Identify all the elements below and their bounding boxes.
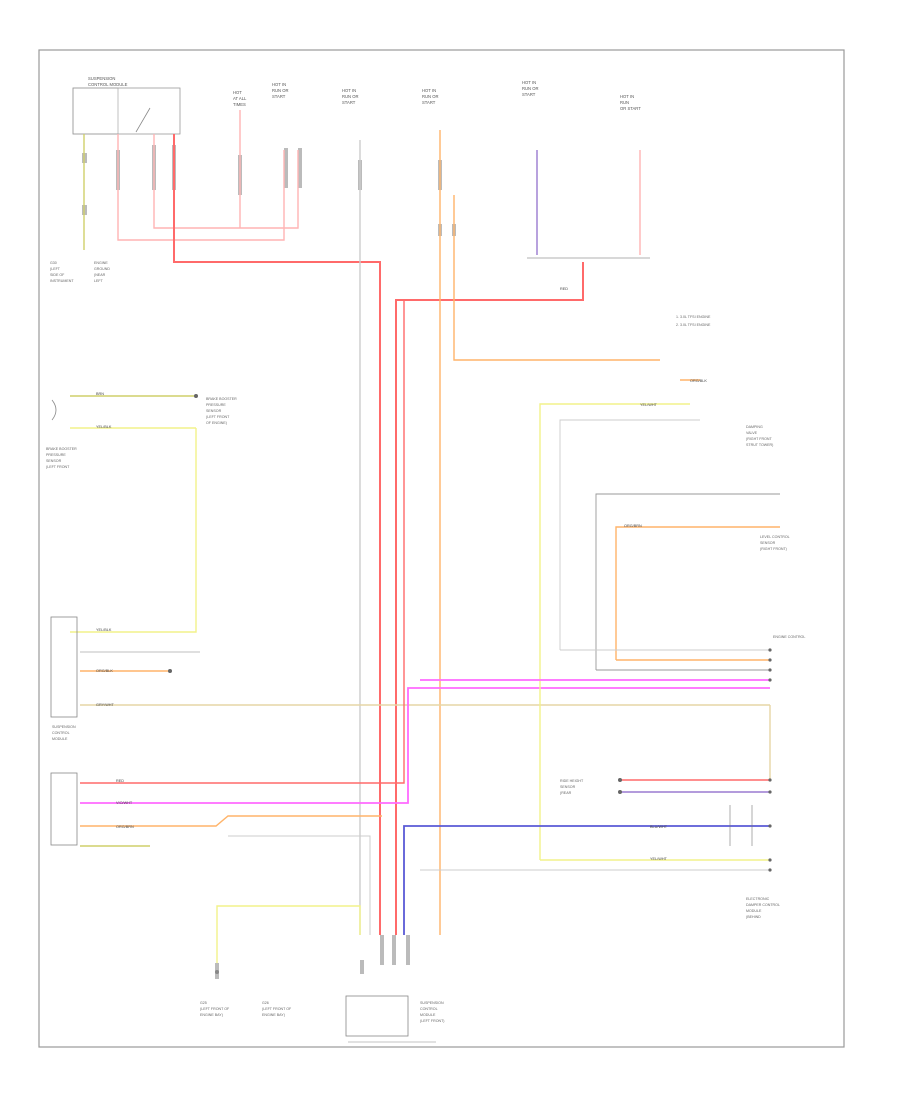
svg-text:PRESSURE: PRESSURE	[46, 453, 66, 457]
fuse4-line1: HOT IN	[422, 88, 436, 93]
fuse3-line1: HOT IN	[342, 88, 356, 93]
svg-text:DAMPER CONTROL: DAMPER CONTROL	[746, 903, 780, 907]
ground-left-label: ENGINE GROUND (NEAR LEFT	[94, 261, 110, 283]
svg-text:ORG/BLK: ORG/BLK	[690, 379, 707, 383]
diagram-frame	[38, 49, 845, 1048]
fuse2-line1: HOT IN	[272, 82, 286, 87]
fuse5-line1: HOT IN	[522, 80, 536, 85]
svg-text:SIDE OF: SIDE OF	[50, 273, 65, 277]
svg-text:MODULE: MODULE	[52, 737, 68, 741]
svg-text:MODULE: MODULE	[746, 909, 762, 913]
fuse6-line2: RUN	[620, 100, 629, 105]
svg-text:OF ENGINE): OF ENGINE)	[206, 421, 227, 425]
connector-dots	[168, 394, 772, 872]
fuse-label-suspension-1: SUSPENSION	[88, 76, 115, 81]
svg-text:(RIGHT FRONT: (RIGHT FRONT	[746, 437, 772, 441]
svg-text:PRESSURE: PRESSURE	[206, 403, 226, 407]
fuse4-line2: RUN OR	[422, 94, 439, 99]
svg-text:2. 3.0L TFSI ENGINE: 2. 3.0L TFSI ENGINE	[676, 323, 711, 327]
svg-text:(REAR: (REAR	[560, 791, 572, 795]
svg-text:RIDE HEIGHT: RIDE HEIGHT	[560, 779, 584, 783]
module-left-mid: SUSPENSION CONTROL MODULE	[50, 616, 770, 741]
svg-text:SENSOR: SENSOR	[560, 785, 576, 789]
svg-text:(LEFT FRONT: (LEFT FRONT	[46, 465, 70, 469]
svg-text:SENSOR: SENSOR	[206, 409, 222, 413]
svg-text:(LEFT FRONT OF: (LEFT FRONT OF	[200, 1007, 230, 1011]
svg-text:VIO/WHT: VIO/WHT	[116, 801, 133, 805]
top-wiring	[83, 110, 700, 935]
svg-text:SENSOR: SENSOR	[760, 541, 776, 545]
svg-text:(LEFT FRONT: (LEFT FRONT	[206, 415, 230, 419]
suspension-module-top: SUSPENSION CONTROL MODULE	[72, 76, 181, 135]
svg-text:ORG/BLK: ORG/BLK	[96, 669, 113, 673]
svg-text:YEL/WHT: YEL/WHT	[650, 857, 668, 861]
right-wiring	[403, 403, 780, 935]
fuse2-line2: RUN OR	[272, 88, 289, 93]
fuse1-line3: TIMES	[233, 102, 246, 107]
svg-text:ORG/BRN: ORG/BRN	[116, 825, 134, 829]
svg-text:RED: RED	[560, 287, 568, 291]
svg-text:(BEHIND: (BEHIND	[746, 915, 761, 919]
svg-text:GRY/WHT: GRY/WHT	[96, 703, 115, 707]
svg-text:BRAKE BOOSTER: BRAKE BOOSTER	[206, 397, 237, 401]
svg-text:SENSOR: SENSOR	[46, 459, 62, 463]
svg-text:(NEAR: (NEAR	[94, 273, 106, 277]
svg-text:ELECTRONIC: ELECTRONIC	[746, 897, 770, 901]
fuse-labels: HOT AT ALL TIMES HOT IN RUN OR START HOT…	[233, 80, 641, 111]
fuse-label-suspension-2: CONTROL MODULE	[88, 82, 128, 87]
fuse6-line3: OR START	[620, 106, 641, 111]
svg-text:G25: G25	[200, 1001, 207, 1005]
svg-text:(RIGHT FRONT): (RIGHT FRONT)	[760, 547, 787, 551]
svg-text:YEL/WHT: YEL/WHT	[640, 403, 658, 407]
fuse1-line2: AT ALL	[233, 96, 247, 101]
svg-text:SUSPENSION: SUSPENSION	[420, 1001, 444, 1005]
svg-text:VALVE: VALVE	[746, 431, 758, 435]
wire-color-labels: BRN YEL/BLK YEL/BLK ORG/BLK GRY/WHT RED …	[96, 287, 707, 861]
fuse4-line3: START	[422, 100, 436, 105]
svg-text:(LEFT FRONT): (LEFT FRONT)	[420, 1019, 445, 1023]
svg-text:LEFT: LEFT	[94, 279, 104, 283]
svg-text:BRN: BRN	[96, 392, 104, 396]
svg-text:1. 3.0L TFSI ENGINE: 1. 3.0L TFSI ENGINE	[676, 315, 711, 319]
bottom-components: G25 (LEFT FRONT OF ENGINE BAY) G26 (LEFT…	[200, 905, 445, 1043]
svg-text:YEL/BLK: YEL/BLK	[96, 425, 112, 429]
svg-text:MODULE: MODULE	[420, 1013, 436, 1017]
fuse1-line1: HOT	[233, 90, 242, 95]
svg-text:ENGINE: ENGINE	[94, 261, 108, 265]
svg-text:STRUT TOWER): STRUT TOWER)	[746, 443, 773, 447]
svg-text:G30: G30	[50, 261, 57, 265]
svg-text:BLU/WHT: BLU/WHT	[650, 825, 668, 829]
right-labels: 1. 3.0L TFSI ENGINE 2. 3.0L TFSI ENGINE …	[560, 315, 805, 919]
svg-text:ORG/BRN: ORG/BRN	[624, 524, 642, 528]
svg-text:CONTROL: CONTROL	[420, 1007, 438, 1011]
svg-text:YEL/BLK: YEL/BLK	[96, 628, 112, 632]
svg-text:ENGINE BAY): ENGINE BAY)	[262, 1013, 285, 1017]
svg-text:INSTRUMENT: INSTRUMENT	[50, 279, 74, 283]
fuse5-line2: RUN OR	[522, 86, 539, 91]
svg-text:BRAKE BOOSTER: BRAKE BOOSTER	[46, 447, 77, 451]
fuse-blocks	[82, 145, 456, 979]
fuse5-line3: START	[522, 92, 536, 97]
fuse3-line2: RUN OR	[342, 94, 359, 99]
fuse6-line1: HOT IN	[620, 94, 634, 99]
svg-text:(LEFT: (LEFT	[50, 267, 61, 271]
svg-text:GROUND: GROUND	[94, 267, 110, 271]
svg-text:LEVEL CONTROL: LEVEL CONTROL	[760, 535, 790, 539]
svg-text:(LEFT FRONT OF: (LEFT FRONT OF	[262, 1007, 292, 1011]
fuse2-line3: START	[272, 94, 286, 99]
svg-text:ENGINE BAY): ENGINE BAY)	[200, 1013, 223, 1017]
svg-text:DAMPING: DAMPING	[746, 425, 763, 429]
sensor-left-top: BRAKE BOOSTER PRESSURE SENSOR (LEFT FRON…	[46, 395, 237, 633]
svg-text:SUSPENSION: SUSPENSION	[52, 725, 76, 729]
svg-text:RED: RED	[116, 779, 124, 783]
svg-text:ENGINE CONTROL: ENGINE CONTROL	[773, 635, 805, 639]
svg-text:G26: G26	[262, 1001, 269, 1005]
svg-text:CONTROL: CONTROL	[52, 731, 70, 735]
module-left-lower	[50, 300, 770, 935]
ground-panel-label: G30 (LEFT SIDE OF INSTRUMENT	[50, 261, 74, 283]
fuse3-line3: START	[342, 100, 356, 105]
